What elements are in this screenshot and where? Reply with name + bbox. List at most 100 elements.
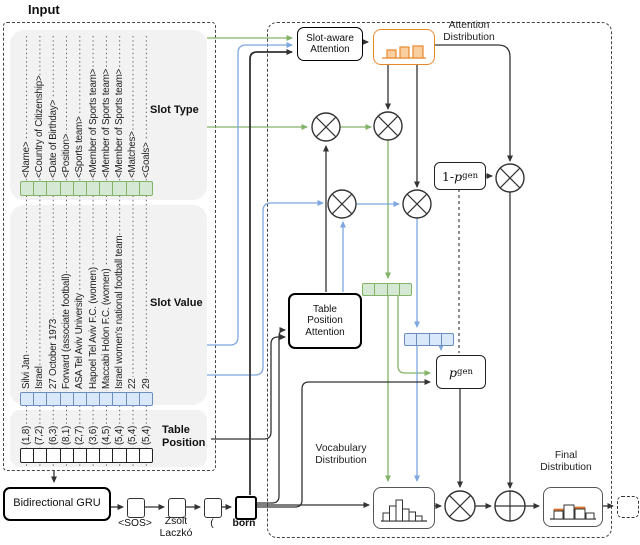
token-label-zsolt: Zsolt <box>164 516 188 527</box>
table-position-cell <box>87 448 101 463</box>
table-position-cell <box>113 448 127 463</box>
slot-type-label: <Member of Sports team> <box>100 67 112 179</box>
context-cell <box>375 283 388 296</box>
table-position-cell <box>100 448 114 463</box>
table-position-label: (5,4) <box>114 424 126 446</box>
slot-value-cell <box>100 392 114 406</box>
slot-type-label: <Date of Birthday> <box>47 98 59 179</box>
final-distribution-label: Final Distribution <box>533 450 599 474</box>
table-position-cell <box>20 448 35 463</box>
table-position-cell <box>47 448 61 463</box>
slot-type-cell <box>34 181 48 196</box>
table-position-label: (6,3) <box>47 424 59 446</box>
attention-distribution-label-line1: Attention <box>448 20 490 31</box>
pgen-p: p <box>454 168 463 184</box>
slot-aware-attention-line2: Attention <box>310 44 350 55</box>
slot-value-label: Maccabi Holon F.C. (women) <box>100 267 112 390</box>
attention-distribution-box <box>373 29 435 65</box>
context-cell <box>404 333 418 346</box>
decoder-cell-born <box>235 496 257 520</box>
slot-value-cell <box>60 392 74 406</box>
vocabulary-histogram-icon <box>381 499 427 522</box>
table-position-label: (1,8) <box>21 424 32 446</box>
token-label-paren: ( <box>210 518 214 529</box>
slot-type-embedding-row <box>20 181 154 196</box>
input-title: Input <box>28 2 60 17</box>
slot-type-label: <Matches> <box>127 130 139 179</box>
token-label-born: born <box>232 518 256 529</box>
table-position-cell <box>139 448 154 463</box>
context-cell <box>362 283 376 296</box>
slot-value-label: Forward (associate football) <box>60 272 72 390</box>
slot-value-label: Israel women's national football team <box>114 234 126 390</box>
table-position-label: (4,5) <box>100 424 112 446</box>
slot-value-cell <box>20 392 35 406</box>
table-position-embedding-row <box>20 448 154 463</box>
table-position-cell <box>60 448 74 463</box>
table-position-label-line1: Table <box>162 424 190 436</box>
slot-value-cell <box>34 392 48 406</box>
slot-type-label: <Country of Citizenship> <box>34 74 46 179</box>
slot-aware-attention-line1: Slot-aware <box>306 32 354 44</box>
slot-type-label: <Goals> <box>140 141 152 179</box>
slot-value-cell <box>73 392 88 406</box>
table-position-label: (5,4) <box>127 424 139 446</box>
slot-type-label: <Position> <box>60 132 72 179</box>
next-step-placeholder-box <box>617 496 639 518</box>
table-position-attention-line1: Table <box>313 303 337 315</box>
slot-type-cell <box>60 181 74 196</box>
context-cell <box>441 333 454 346</box>
vocabulary-distribution-label-line2: Distribution <box>315 455 367 466</box>
slot-value-embedding-row <box>20 392 154 406</box>
table-position-attention-line2: Position <box>307 315 343 327</box>
table-position-label: (2,7) <box>74 424 86 446</box>
slot-aware-attention-box: Slot-aware Attention <box>297 27 363 61</box>
slot-value-cell <box>139 392 154 406</box>
table-position-label: (5,4) <box>140 424 152 446</box>
slot-type-cell <box>73 181 88 196</box>
pgen-sub: gen <box>457 367 473 377</box>
table-position-section-label: Table Position <box>162 424 205 449</box>
attention-histogram-icon <box>382 45 426 59</box>
bidirectional-gru-box: Bidirectional GRU <box>3 487 111 521</box>
slot-value-label: Israel <box>34 365 46 390</box>
final-distribution-label-line2: Distribution <box>540 462 592 473</box>
slot-type-cell <box>47 181 61 196</box>
pgen-prefix: 1- <box>441 168 455 184</box>
slot-value-label: 29 <box>140 377 152 390</box>
decoder-cell-sos <box>127 498 145 518</box>
slot-value-label: Silvi Jan <box>21 353 32 390</box>
vocabulary-distribution-box <box>373 487 435 529</box>
table-position-cell <box>73 448 88 463</box>
slot-type-cell <box>20 181 35 196</box>
vocabulary-distribution-label-line1: Vocabulary <box>315 443 367 454</box>
decoder-cell-zsolt <box>168 498 186 518</box>
slot-value-section-label: Slot Value <box>150 297 203 309</box>
slot-value-label: ASA Tel Aviv University <box>74 292 86 390</box>
slot-value-cell <box>47 392 61 406</box>
attention-distribution-label-line2: Distribution <box>443 32 495 43</box>
slot-type-label: <Member of Sports team> <box>87 67 99 179</box>
slot-value-cell <box>126 392 140 406</box>
final-distribution-label-line1: Final <box>554 450 578 461</box>
token-label-zsolt-laczko: Zsolt Laczkó <box>154 516 198 539</box>
context-cell <box>429 333 442 346</box>
slot-value-context-vector <box>404 333 454 346</box>
slot-type-context-vector <box>362 283 412 296</box>
table-position-cell <box>34 448 48 463</box>
token-label-laczko: Laczkó <box>159 527 193 539</box>
slot-type-cell <box>113 181 127 196</box>
context-cell <box>417 333 430 346</box>
pgen-sub: gen <box>462 171 479 181</box>
slot-value-cell <box>87 392 101 406</box>
table-position-label: (7,2) <box>34 424 46 446</box>
slot-type-label: <Member of Sports team> <box>114 67 126 179</box>
final-histogram-icon <box>550 504 596 520</box>
slot-type-cell <box>87 181 101 196</box>
slot-value-label: 22 <box>127 377 139 390</box>
final-distribution-box <box>543 487 603 527</box>
table-position-label: (8,1) <box>60 424 72 446</box>
